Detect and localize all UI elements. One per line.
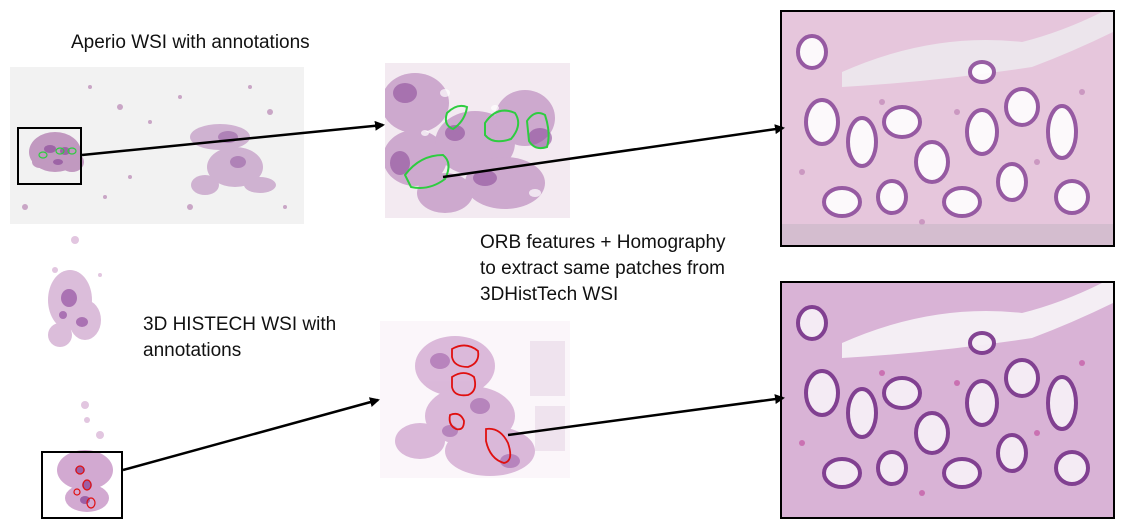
histech-roi-image xyxy=(380,321,570,478)
aperio-wsi-label-text: Aperio WSI with annotations xyxy=(71,32,310,53)
aperio-roi-image xyxy=(385,63,570,218)
histech-wsi-label: 3D HISTECH WSI with annotations xyxy=(143,312,336,364)
aperio-patch xyxy=(780,10,1115,247)
histech-wsi-thumbnail xyxy=(25,230,135,520)
histech-wsi-image xyxy=(48,236,113,512)
orb-homography-label-line3: 3DHistTech WSI xyxy=(480,284,619,305)
orb-homography-label: ORB features + Homography to extract sam… xyxy=(480,230,726,308)
arrow-aperio-roi-to-crop xyxy=(81,120,385,157)
orb-homography-label-line2: to extract same patches from xyxy=(480,258,725,279)
histech-patch-image xyxy=(782,283,1113,517)
histech-roi-box xyxy=(41,451,123,519)
aperio-wsi-image xyxy=(10,67,304,224)
aperio-roi-box xyxy=(17,127,82,185)
histech-wsi-label-line2: annotations xyxy=(143,340,242,361)
aperio-patch-image xyxy=(782,12,1113,245)
orb-homography-label-line1: ORB features + Homography xyxy=(480,232,726,253)
arrow-aperio-crop-to-patch xyxy=(442,124,785,179)
aperio-wsi-thumbnail xyxy=(10,67,304,224)
aperio-roi-crop xyxy=(385,63,570,218)
histech-roi-crop xyxy=(380,321,570,478)
histech-patch xyxy=(780,281,1115,519)
arrow-histech-crop-to-patch xyxy=(507,394,785,437)
aperio-wsi-label: Aperio WSI with annotations xyxy=(71,30,310,56)
arrow-histech-roi-to-crop xyxy=(122,397,380,472)
histech-wsi-label-line1: 3D HISTECH WSI with xyxy=(143,314,337,335)
